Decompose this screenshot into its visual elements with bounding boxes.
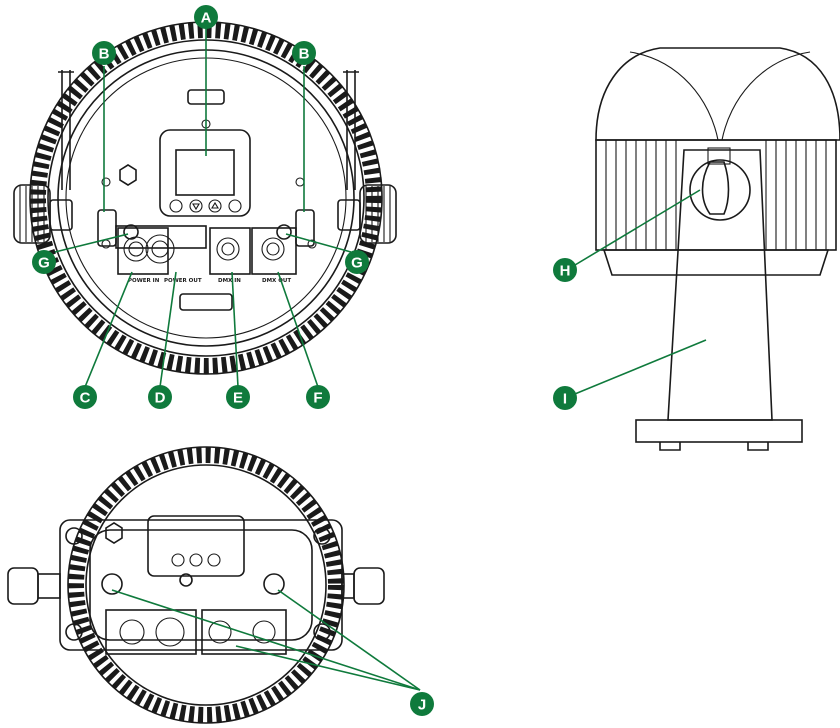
side-view bbox=[569, 47, 840, 451]
callout-g-left: G bbox=[32, 250, 56, 274]
callout-b-right: B bbox=[292, 41, 316, 65]
svg-text:F: F bbox=[313, 390, 322, 407]
control-panel bbox=[159, 119, 251, 217]
svg-text:D: D bbox=[155, 390, 166, 407]
callout-g-right: G bbox=[345, 250, 369, 274]
callout-i: I bbox=[553, 386, 577, 410]
svg-text:B: B bbox=[299, 46, 310, 63]
svg-text:E: E bbox=[233, 390, 243, 407]
callout-e: E bbox=[226, 385, 250, 409]
callout-c: C bbox=[73, 385, 97, 409]
svg-text:C: C bbox=[80, 390, 91, 407]
power-out-label: POWER OUT bbox=[164, 278, 202, 284]
svg-text:I: I bbox=[563, 391, 567, 408]
bottom-view bbox=[7, 446, 421, 724]
svg-text:J: J bbox=[418, 697, 426, 714]
callout-h: H bbox=[553, 258, 577, 282]
callout-b-left: B bbox=[92, 41, 116, 65]
callout-f: F bbox=[306, 385, 330, 409]
callout-a: A bbox=[194, 5, 218, 29]
callout-d: D bbox=[148, 385, 172, 409]
dmx-in-label: DMX IN bbox=[218, 278, 241, 284]
rear-view: POWER IN POWER OUT DMX IN DMX OUT bbox=[13, 21, 397, 388]
svg-text:G: G bbox=[38, 255, 50, 272]
svg-text:G: G bbox=[351, 255, 363, 272]
power-in-label: POWER IN bbox=[128, 278, 160, 284]
svg-text:B: B bbox=[99, 46, 110, 63]
right-yoke-knob bbox=[337, 184, 397, 244]
svg-text:A: A bbox=[201, 10, 212, 27]
dmx-out-label: DMX OUT bbox=[262, 278, 291, 284]
callout-j: J bbox=[410, 692, 434, 716]
svg-text:H: H bbox=[560, 263, 571, 280]
